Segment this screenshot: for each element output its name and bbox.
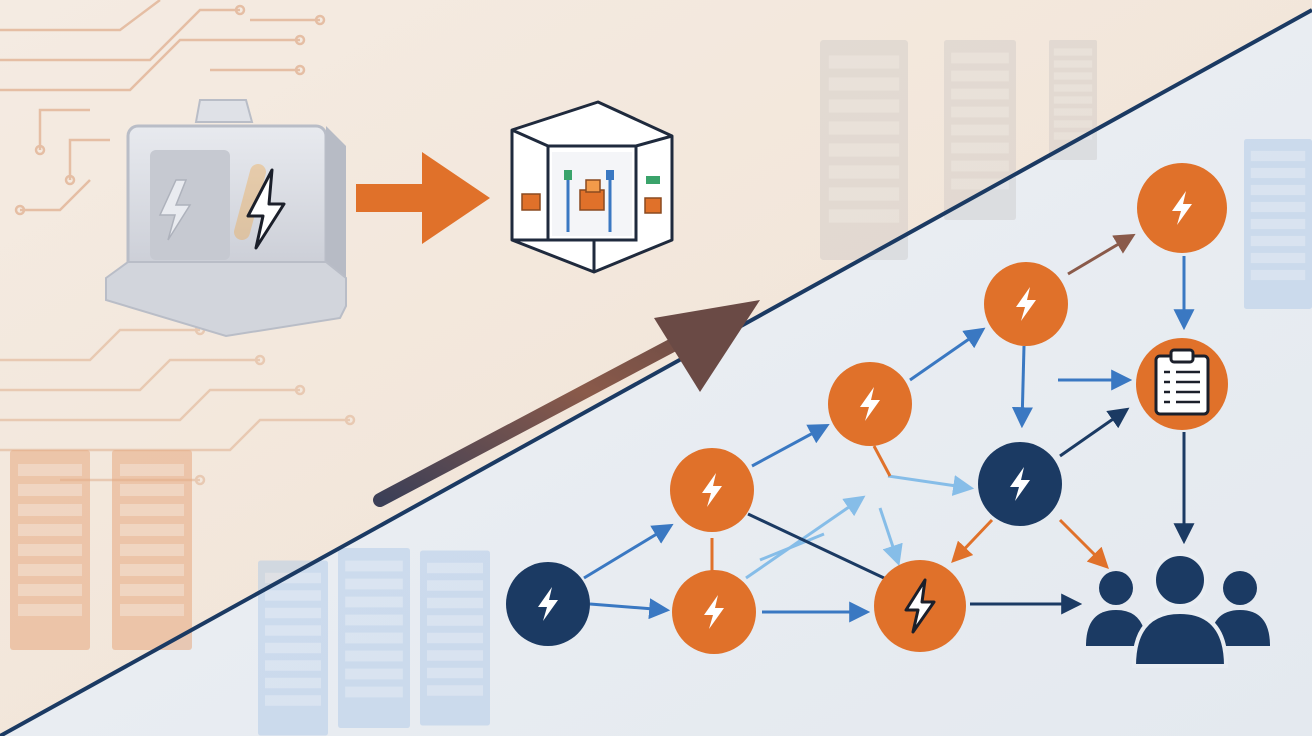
edge bbox=[878, 507, 903, 566]
edge bbox=[1011, 345, 1033, 429]
edge bbox=[745, 495, 866, 580]
function-node bbox=[1137, 163, 1227, 253]
edge bbox=[951, 518, 994, 564]
report-node bbox=[1136, 338, 1228, 430]
edge bbox=[1059, 407, 1130, 458]
edge bbox=[909, 327, 986, 382]
clipboard-checklist-icon bbox=[1154, 348, 1210, 416]
flow-arrow-right bbox=[356, 152, 490, 244]
serverless-function-cube-icon bbox=[105, 99, 347, 338]
workflow-nodes bbox=[506, 163, 1228, 654]
function-node bbox=[672, 570, 756, 654]
function-node bbox=[506, 562, 590, 646]
function-node bbox=[670, 448, 754, 532]
edge bbox=[1058, 518, 1109, 569]
circuit-traces-top-left bbox=[0, 0, 326, 216]
edge bbox=[887, 474, 975, 496]
edge bbox=[751, 424, 830, 468]
lightning-bolt-icon bbox=[904, 578, 936, 634]
edge bbox=[589, 598, 671, 620]
edge bbox=[583, 523, 674, 580]
scale-up-arrow bbox=[373, 300, 760, 507]
users-group-icon bbox=[1086, 552, 1270, 668]
function-node bbox=[984, 262, 1068, 346]
edge bbox=[747, 512, 885, 580]
edge bbox=[872, 445, 892, 477]
edge bbox=[1067, 233, 1136, 276]
diagonal-divider bbox=[0, 8, 1312, 736]
container-box-icon bbox=[510, 100, 674, 274]
edge bbox=[759, 532, 825, 562]
function-node bbox=[874, 560, 966, 652]
function-node bbox=[978, 442, 1062, 526]
function-node bbox=[828, 362, 912, 446]
workflow-edges bbox=[583, 233, 1195, 623]
